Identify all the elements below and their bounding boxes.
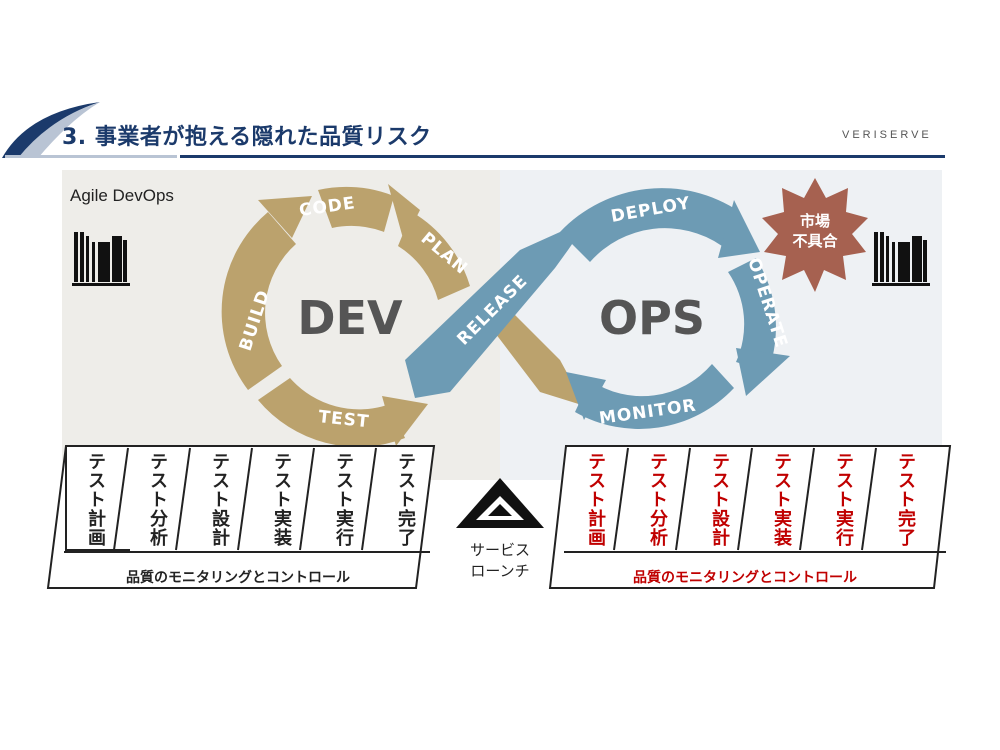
ops-test-analysis: テスト分析 bbox=[647, 452, 668, 547]
ops-monitoring-label: 品質のモニタリングとコントロール bbox=[633, 570, 857, 586]
ops-test-design: テスト設計 bbox=[709, 452, 730, 547]
dev-loop bbox=[221, 184, 585, 447]
test-segment bbox=[258, 378, 405, 447]
ops-loop bbox=[405, 188, 790, 429]
ops-test-completion: テスト完了 bbox=[895, 452, 916, 547]
documents-icon bbox=[872, 232, 930, 286]
market-defect-badge: 市場 不具合 bbox=[762, 178, 868, 292]
dev-test-panel bbox=[46, 445, 436, 589]
ops-center-label: OPS bbox=[599, 291, 705, 345]
dev-monitoring-label: 品質のモニタリングとコントロール bbox=[126, 570, 350, 586]
deploy-segment bbox=[560, 188, 740, 262]
ops-test-plan: テスト計画 bbox=[585, 452, 606, 547]
ops-test-execution: テスト実行 bbox=[833, 452, 854, 547]
defect-line-1: 市場 bbox=[800, 212, 830, 230]
header-swoosh-icon bbox=[2, 102, 100, 158]
code-segment bbox=[318, 186, 394, 232]
documents-icon bbox=[72, 232, 130, 286]
defect-line-2: 不具合 bbox=[792, 232, 838, 250]
page-title: 3. 事業者が抱える隠れた品質リスク bbox=[62, 125, 432, 150]
ops-test-implementation: テスト実装 bbox=[771, 452, 792, 547]
header-rule-left bbox=[5, 155, 177, 158]
dev-test-implementation: テスト実装 bbox=[271, 452, 292, 547]
operate-segment bbox=[728, 258, 776, 372]
monitor-segment bbox=[575, 364, 734, 429]
build-segment bbox=[221, 212, 296, 390]
header-rule-right bbox=[180, 155, 945, 158]
service-launch-line-2: ローンチ bbox=[470, 562, 530, 580]
ops-test-panel bbox=[548, 445, 952, 589]
dev-center-label: DEV bbox=[297, 291, 403, 345]
service-launch-line-1: サービス bbox=[469, 541, 530, 559]
dev-test-analysis: テスト分析 bbox=[147, 452, 168, 547]
triangle-ruler-icon bbox=[456, 478, 544, 528]
plan-segment bbox=[398, 212, 470, 300]
dev-test-plan: テスト計画 bbox=[85, 452, 106, 547]
dev-test-design: テスト設計 bbox=[209, 452, 230, 547]
service-launch-label: サービス ローンチ bbox=[462, 540, 538, 582]
dev-test-execution: テスト実行 bbox=[333, 452, 354, 547]
dev-test-completion: テスト完了 bbox=[395, 452, 416, 547]
brand-logo: VERISERVE bbox=[842, 129, 932, 141]
agile-devops-label: Agile DevOps bbox=[70, 186, 174, 205]
release-segment bbox=[405, 218, 590, 398]
